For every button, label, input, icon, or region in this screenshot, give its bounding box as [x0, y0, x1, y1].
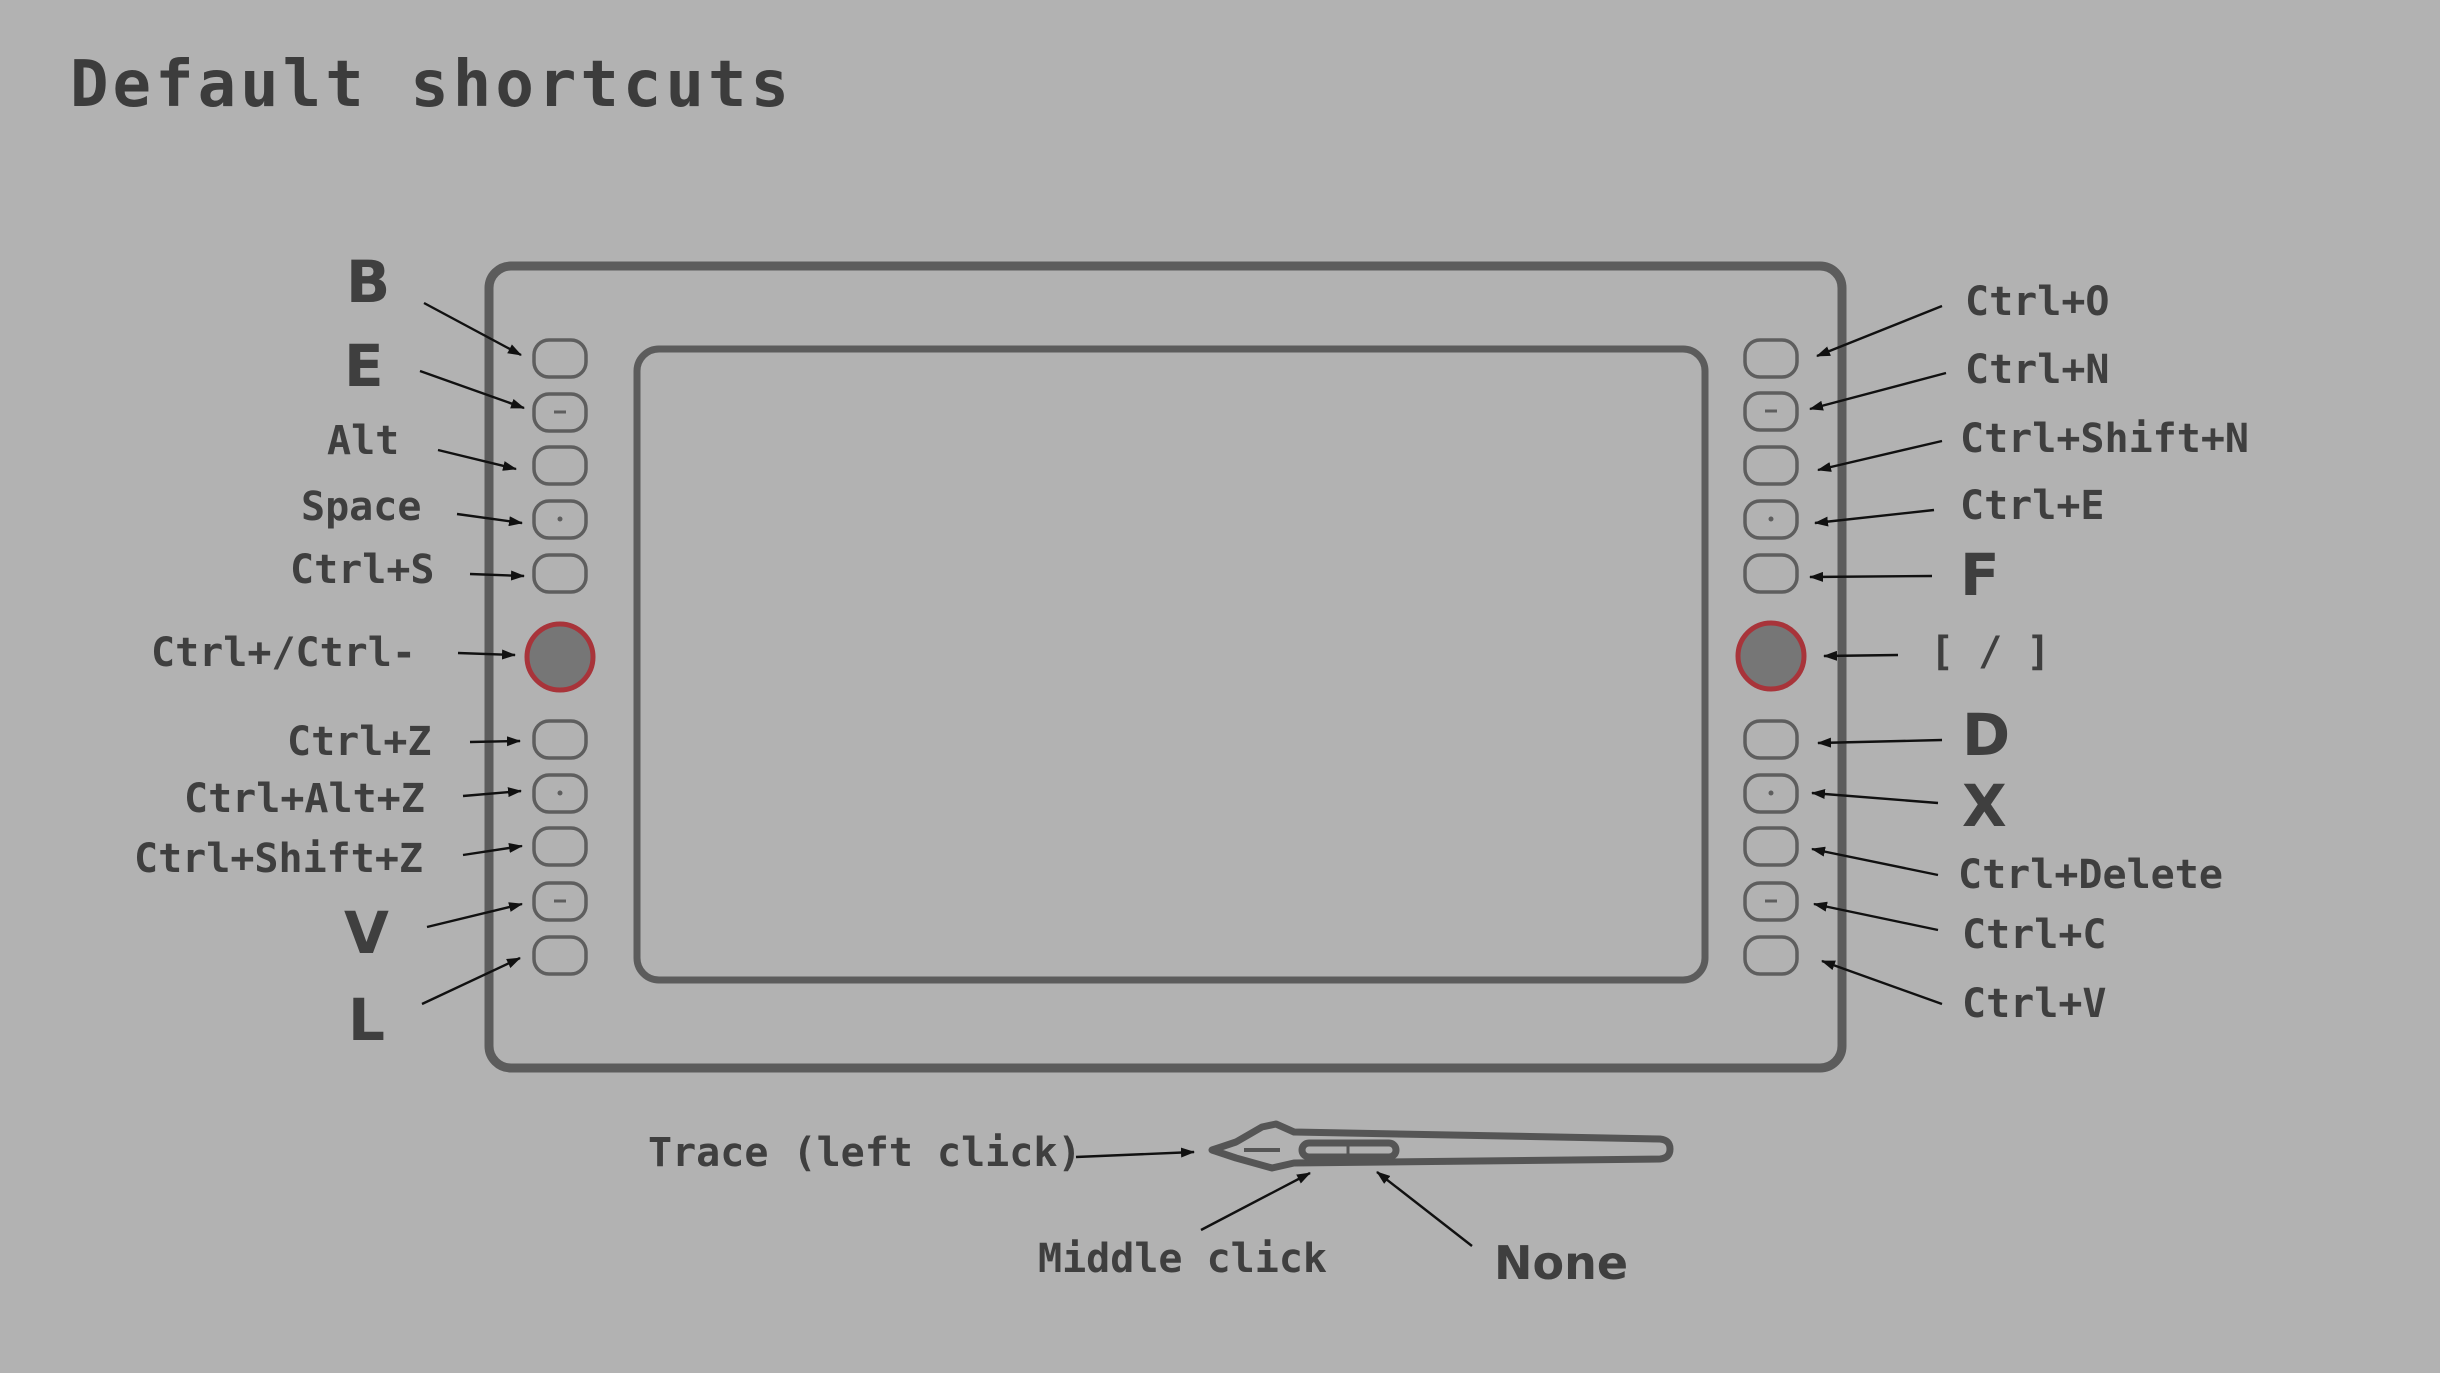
right-express-keys — [1735, 338, 1807, 976]
right-key-ctrl-v[interactable] — [1743, 935, 1799, 976]
left-key-ctrl-shift-z[interactable] — [532, 826, 588, 867]
left-key-b[interactable] — [532, 338, 588, 379]
left-key-v[interactable] — [532, 881, 588, 922]
right-dial[interactable] — [1735, 620, 1807, 692]
left-key-ctrl-z[interactable] — [532, 719, 588, 760]
label-left-ctrl-alt-z: Ctrl+Alt+Z — [184, 776, 425, 822]
label-left-b: B — [346, 248, 390, 316]
tablet-active-area — [633, 345, 1709, 984]
left-arrows — [419, 301, 525, 1006]
page-title: Default shortcuts — [70, 48, 794, 122]
label-right-x: X — [1962, 772, 2007, 840]
label-left-v: V — [344, 899, 389, 967]
label-left-dial: Ctrl+/Ctrl- — [151, 630, 416, 676]
right-key-f[interactable] — [1743, 553, 1799, 594]
left-key-l[interactable] — [532, 935, 588, 976]
label-right-d: D — [1962, 701, 2010, 769]
right-key-d[interactable] — [1743, 719, 1799, 760]
label-right-ctrl-o: Ctrl+O — [1965, 279, 2110, 325]
tablet-outer-frame — [484, 261, 1847, 1073]
right-arrows — [1809, 304, 1947, 1006]
left-key-alt[interactable] — [532, 445, 588, 486]
label-right-ctrl-e: Ctrl+E — [1960, 483, 2105, 529]
label-right-ctrl-n: Ctrl+N — [1965, 347, 2110, 393]
label-right-ctrl-delete: Ctrl+Delete — [1958, 852, 2223, 898]
right-key-ctrl-e[interactable] — [1743, 499, 1799, 540]
right-key-ctrl-n[interactable] — [1743, 391, 1799, 432]
left-express-keys — [524, 338, 596, 976]
label-left-ctrl-s: Ctrl+S — [290, 547, 435, 593]
label-left-space: Space — [301, 484, 421, 530]
label-left-l: L — [348, 986, 385, 1054]
label-right-f: F — [1960, 541, 2000, 609]
label-right-ctrl-shift-n: Ctrl+Shift+N — [1960, 416, 2249, 462]
label-left-alt: Alt — [327, 418, 399, 464]
left-key-ctrl-s[interactable] — [532, 553, 588, 594]
label-pen-lower-button: Middle click — [1038, 1236, 1327, 1282]
right-key-x[interactable] — [1743, 773, 1799, 814]
right-key-ctrl-o[interactable] — [1743, 338, 1799, 379]
pen-body — [1208, 1120, 1674, 1172]
left-key-space[interactable] — [532, 499, 588, 540]
label-right-dial: [ / ] — [1930, 629, 2050, 675]
label-pen-tip: Trace (left click) — [648, 1130, 1081, 1176]
left-key-ctrl-alt-z[interactable] — [532, 773, 588, 814]
stylus-pen — [1208, 1120, 1674, 1172]
left-key-e[interactable] — [532, 392, 588, 433]
label-pen-upper-button: None — [1494, 1236, 1628, 1290]
right-key-ctrl-delete[interactable] — [1743, 826, 1799, 867]
label-left-ctrl-shift-z: Ctrl+Shift+Z — [134, 836, 423, 882]
label-left-ctrl-z: Ctrl+Z — [287, 719, 432, 765]
label-left-e: E — [344, 332, 384, 400]
right-key-ctrl-c[interactable] — [1743, 881, 1799, 922]
left-dial[interactable] — [524, 621, 596, 693]
label-right-ctrl-c: Ctrl+C — [1962, 912, 2107, 958]
right-key-ctrl-shift-n[interactable] — [1743, 445, 1799, 486]
label-right-ctrl-v: Ctrl+V — [1962, 981, 2107, 1027]
